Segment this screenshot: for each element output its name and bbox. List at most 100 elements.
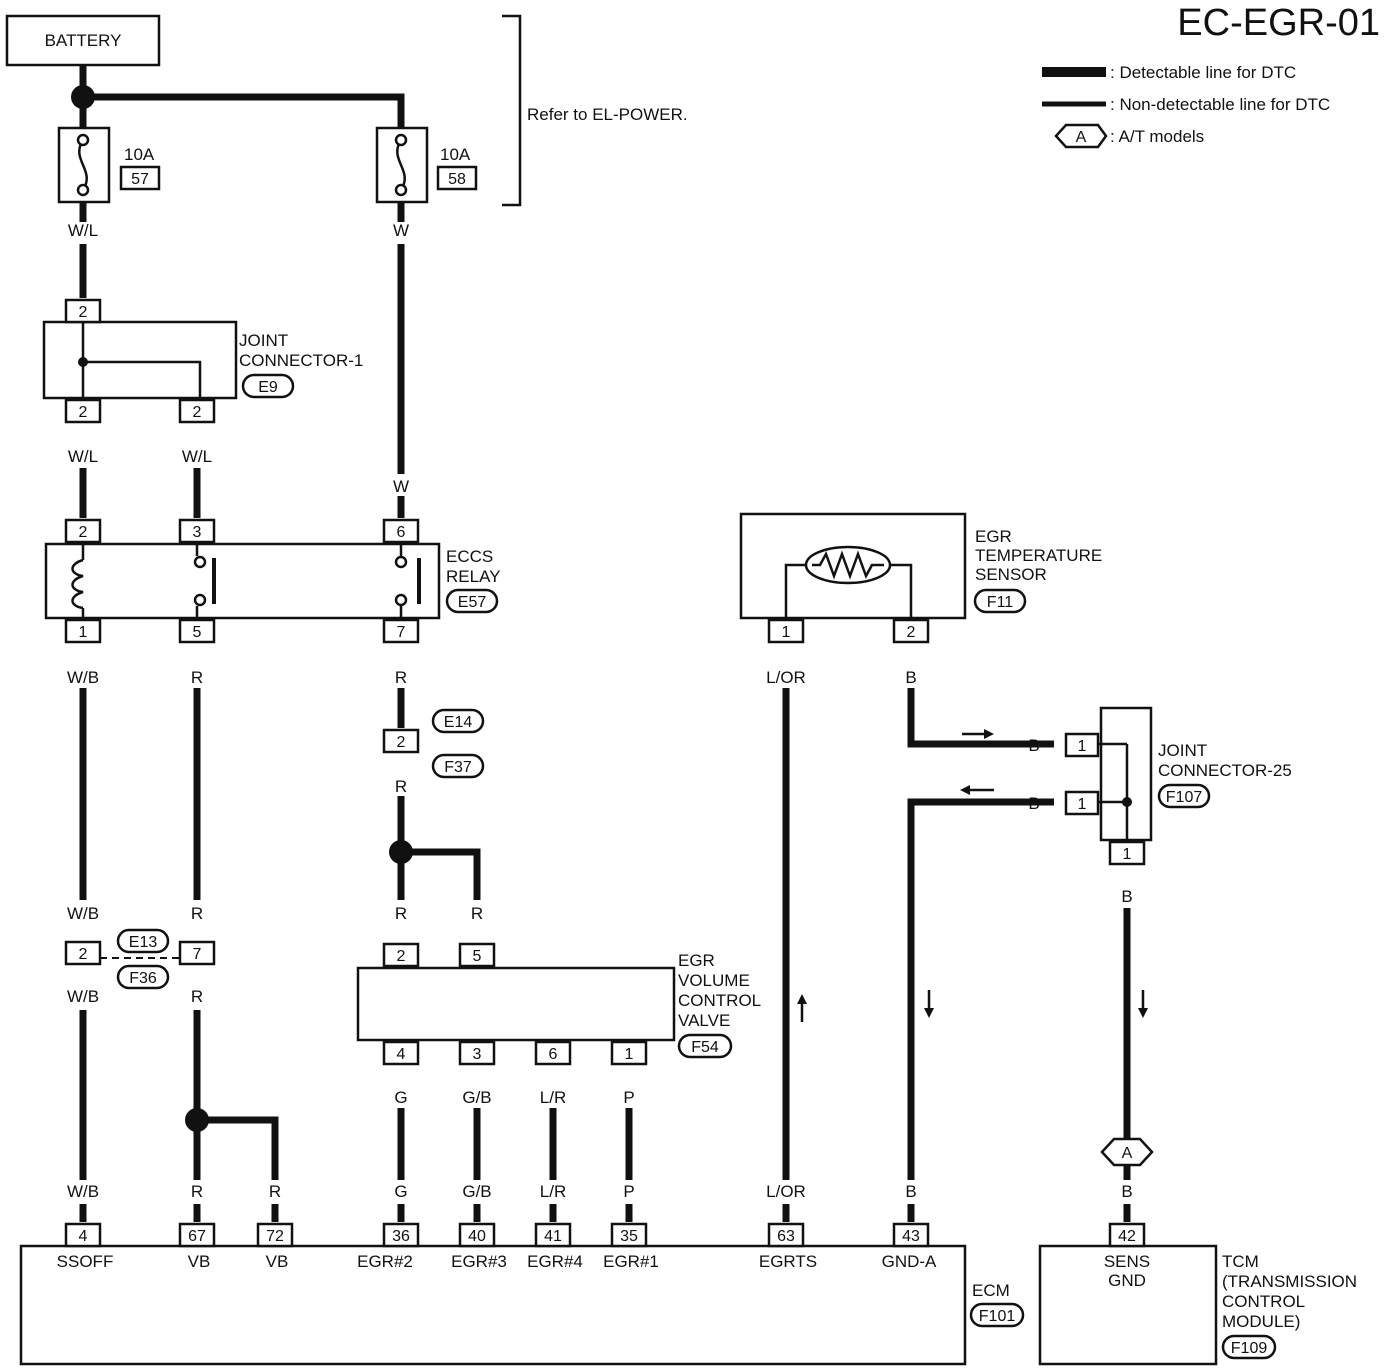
tcm-label-4: MODULE) [1222,1312,1300,1331]
terminal-label: EGR#4 [527,1252,583,1271]
tcm-label-1: TCM [1222,1252,1259,1271]
pin-label: 1 [1078,738,1087,755]
pin-label: 7 [397,624,406,641]
wire-color-label: L/R [540,1088,566,1107]
wire-color-label: R [191,1182,203,1201]
wire-color-label: W/L [182,447,212,466]
fuse-58-rating: 10A [440,145,471,164]
jc25-label-2: CONNECTOR-25 [1158,761,1292,780]
pin-label: 1 [782,624,791,641]
wire-color-label: W [393,477,409,496]
pin-box [64,398,102,424]
pin-label: 35 [620,1228,638,1245]
egrts-label-2: TEMPERATURE [975,546,1102,565]
wire-color-label: G/B [462,1182,491,1201]
tcm-box [1038,1244,1218,1366]
pin-box [64,518,102,544]
valve-code: F54 [691,1039,719,1056]
connector-e13-badge [116,928,170,954]
pin-label: 4 [397,1046,406,1063]
pin-label: 40 [468,1228,486,1245]
refer-bracket [502,14,522,207]
pin-box [64,940,102,966]
pin-box [610,1222,648,1248]
wire-color-label: R [191,987,203,1006]
valve-label-1: EGR [678,951,715,970]
wire-color-label: L/OR [766,668,806,687]
tcm-label-3: CONTROL [1222,1292,1305,1311]
pin-box [64,1222,102,1248]
fuse-57 [57,126,111,204]
connector-f37: F37 [444,759,472,776]
valve-label-4: VALVE [678,1011,730,1030]
pin-box [458,1222,496,1248]
pin-label: 72 [266,1228,284,1245]
pin-label: 67 [188,1228,206,1245]
pin-label: 5 [193,624,202,641]
pin-box [178,940,216,966]
pin-label: 3 [473,1046,482,1063]
egrts-code: F11 [987,594,1013,611]
pin-label: 36 [392,1228,410,1245]
pin-box [458,1040,496,1066]
egr-temperature-sensor [739,512,967,620]
pin-box [178,618,216,644]
pin-box [1108,840,1146,866]
jc25-code: F107 [1166,789,1203,806]
refer-note: Refer to EL-POWER. [527,105,688,124]
wire-color-label: B [905,668,916,687]
wire-color-label: L/OR [766,1182,806,1201]
pin-label: 4 [79,1228,88,1245]
fuse-57-number-box [119,165,161,191]
connector-f36-badge [116,964,170,990]
ecm-wire-stubs [79,1204,1131,1222]
wire-color-label: R [471,904,483,923]
wire-color-label: R [191,668,203,687]
pin-label: 42 [1118,1228,1136,1245]
wire-color-label: P [623,1182,634,1201]
terminal-label: SSOFF [57,1252,114,1271]
wire-color-label: W/L [68,447,98,466]
pin-box [256,1222,294,1248]
flow-arrows [797,729,1148,1022]
wire-color-label: W/B [67,904,99,923]
connector-e14: E14 [444,714,473,731]
wire-color-label: R [191,904,203,923]
pin-box [382,518,420,544]
pin-label: 1 [1123,846,1132,863]
pin-label: 2 [193,404,202,421]
at-models-symbol-label: A [1122,1145,1133,1162]
wire-color-label: W [393,221,409,240]
terminal-label: EGR#3 [451,1252,507,1271]
ecm-label: ECM [972,1281,1010,1300]
legend-detectable-label: : Detectable line for DTC [1110,63,1296,82]
pin-box [767,618,805,644]
power-wires [79,65,405,222]
wire-color-label: G/B [462,1088,491,1107]
egrts-code-badge [973,588,1027,614]
pin-box [1064,732,1100,758]
wire-color-label: P [623,1088,634,1107]
battery-label: BATTERY [45,31,122,50]
egrts-label-1: EGR [975,527,1012,546]
pin-label: 1 [625,1046,634,1063]
pin-label: 2 [79,524,88,541]
pin-label: 1 [1078,796,1087,813]
egr-valve-box [356,966,676,1042]
wire-color-label: R [395,777,407,796]
ecm-code-badge [969,1302,1025,1328]
splice-battery [71,85,95,109]
valve-code-badge [677,1033,733,1059]
connector-e14-badge [431,708,485,734]
pin-box [178,1222,216,1248]
joint-connector-25 [1098,706,1153,842]
fuse-57-rating: 10A [124,145,155,164]
ecm-code: F101 [979,1308,1016,1325]
wire-color-label: B [1121,1182,1132,1201]
pin-box [892,618,930,644]
wire-color-label: W/B [67,1182,99,1201]
connector-f37-badge [431,753,485,779]
relay-code: E57 [458,594,487,611]
pin-label: 6 [397,524,406,541]
